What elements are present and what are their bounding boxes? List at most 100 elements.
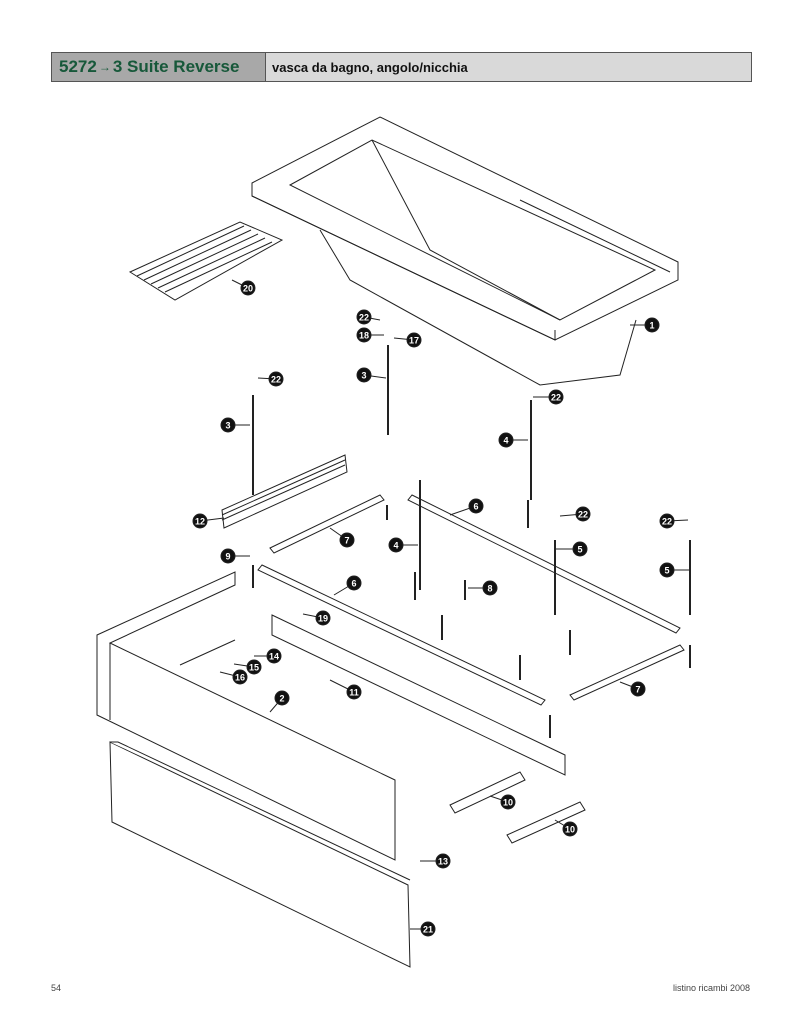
panel-11: [271, 614, 566, 776]
callout-number: 9: [225, 552, 230, 562]
callout-circle: [435, 853, 451, 869]
rail-12: [221, 454, 348, 529]
callout-circle: [548, 389, 564, 405]
callout-circle: [240, 280, 256, 296]
callout-1: 1: [630, 317, 660, 333]
callout-number: 5: [577, 545, 582, 555]
callout-number: 19: [318, 614, 328, 624]
callout-3: 3: [356, 367, 387, 383]
brackets-10: [449, 771, 586, 844]
callout-4: 4: [498, 432, 528, 448]
callout-circle: [356, 367, 372, 383]
callout-circle: [562, 821, 578, 837]
callout-15: 15: [233, 659, 262, 675]
callout-number: 21: [423, 925, 433, 935]
callout-circle: [482, 580, 498, 596]
callout-circle: [220, 417, 236, 433]
callout-22: 22: [356, 309, 381, 325]
legs: [252, 345, 691, 738]
callout-circle: [356, 309, 372, 325]
callout-19: 19: [302, 610, 331, 626]
callout-number: 10: [565, 825, 575, 835]
step-board: [128, 221, 284, 301]
callout-circle: [500, 794, 516, 810]
callout-circle: [388, 537, 404, 553]
callout-number: 12: [195, 517, 205, 527]
callout-circle: [575, 506, 591, 522]
callout-18: 18: [356, 327, 384, 343]
panel-2: [96, 571, 396, 861]
frame-rails: [257, 494, 685, 706]
callout-circle: [644, 317, 660, 333]
callout-number: 1: [649, 321, 654, 331]
callout-12: 12: [192, 513, 225, 529]
callout-number: 3: [361, 371, 366, 381]
callout-22: 22: [559, 506, 591, 522]
product-description: vasca da bagno, angolo/nicchia: [266, 53, 751, 81]
callout-number: 15: [249, 663, 259, 673]
callout-circle: [406, 332, 422, 348]
callout-21: 21: [410, 921, 436, 937]
callout-number: 20: [243, 284, 253, 294]
callout-6: 6: [333, 575, 362, 596]
catalog-name: listino ricambi 2008: [672, 983, 750, 993]
callout-5: 5: [556, 541, 588, 557]
callout-7: 7: [329, 527, 355, 548]
callout-circle: [339, 532, 355, 548]
callout-number: 5: [664, 566, 669, 576]
callout-number: 8: [487, 584, 492, 594]
callout-number: 22: [271, 375, 281, 385]
callout-circle: [232, 669, 248, 685]
callout-17: 17: [393, 332, 422, 348]
callout-circle: [346, 684, 362, 700]
callout-number: 18: [359, 331, 369, 341]
callout-circle: [659, 513, 675, 529]
callout-circle: [192, 513, 208, 529]
callout-circle: [572, 541, 588, 557]
page-header: 5272→3 Suite Reverse vasca da bagno, ang…: [51, 52, 752, 82]
callout-number: 16: [235, 673, 245, 683]
page-number: 54: [51, 983, 62, 993]
callout-13: 13: [420, 853, 451, 869]
callout-number: 13: [438, 857, 448, 867]
callout-20: 20: [231, 279, 256, 296]
callout-circle: [659, 562, 675, 578]
callout-2: 2: [269, 690, 290, 713]
callout-10: 10: [554, 819, 578, 837]
callout-number: 10: [503, 798, 513, 808]
callout-6: 6: [449, 498, 484, 516]
callout-14: 14: [254, 648, 282, 664]
callout-5: 5: [659, 562, 690, 578]
callout-number: 7: [635, 685, 640, 695]
callout-10: 10: [489, 794, 516, 810]
callout-number: 3: [225, 421, 230, 431]
callout-circle: [268, 371, 284, 387]
product-model: 3 Suite Reverse: [112, 57, 240, 76]
callout-circle: [420, 921, 436, 937]
callout-circle: [220, 548, 236, 564]
callout-circle: [498, 432, 514, 448]
callout-circle: [356, 327, 372, 343]
callout-11: 11: [329, 679, 362, 700]
callout-number: 17: [409, 336, 419, 346]
callout-22: 22: [257, 371, 284, 387]
callout-number: 11: [349, 688, 359, 698]
callout-number: 22: [662, 517, 672, 527]
callout-22: 22: [659, 513, 689, 529]
callout-9: 9: [220, 548, 250, 564]
callout-number: 6: [473, 502, 478, 512]
callout-number: 14: [269, 652, 279, 662]
callout-circle: [346, 575, 362, 591]
callout-circle: [630, 681, 646, 697]
callout-circle: [266, 648, 282, 664]
callout-4: 4: [388, 537, 418, 553]
callout-number: 4: [503, 436, 508, 446]
callout-7: 7: [619, 681, 646, 697]
callout-number: 2: [279, 694, 284, 704]
callout-number: 6: [351, 579, 356, 589]
callout-8: 8: [468, 580, 498, 596]
callout-circle: [274, 690, 290, 706]
callout-number: 22: [551, 393, 561, 403]
callout-22: 22: [533, 389, 564, 405]
